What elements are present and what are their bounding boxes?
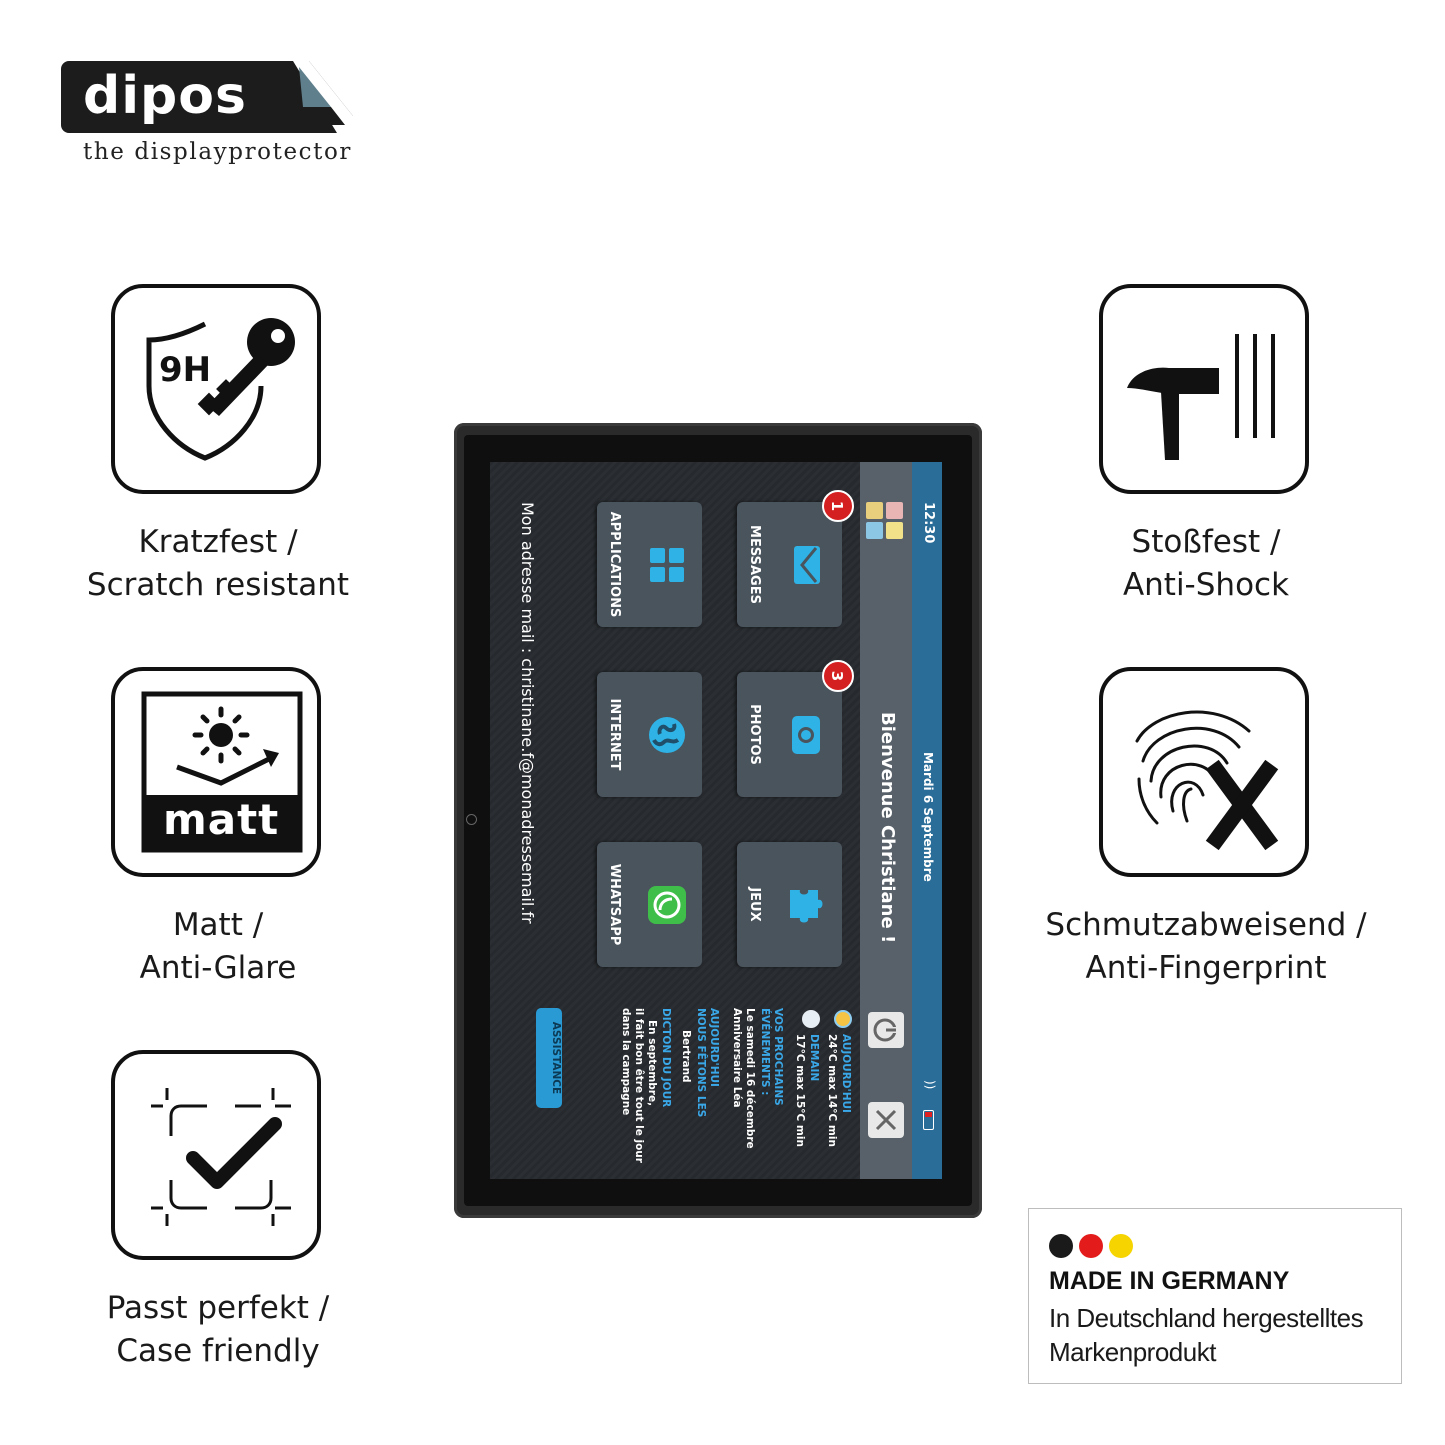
app-label: PHOTOS: [747, 704, 762, 765]
camera-icon: [466, 814, 477, 825]
dipos-logo: dipos: [61, 61, 353, 133]
email-address: Mon adresse mail : christinane.f@monadre…: [518, 502, 537, 924]
scratch-resistant-caption: Kratzfest / Scratch resistant: [38, 521, 398, 607]
screen-content: 12:30 Mardi 6 Septembre )) Bienvenue Chr…: [490, 462, 942, 1179]
caption-line-1: Kratzfest /: [138, 524, 298, 560]
app-label: MESSAGES: [747, 525, 762, 604]
app-label: INTERNET: [607, 698, 622, 771]
case-friendly-caption: Passt perfekt / Case friendly: [38, 1287, 398, 1373]
date-label: Mardi 6 Septembre: [921, 752, 935, 882]
app-tile-applications[interactable]: APPLICATIONS: [597, 502, 702, 627]
subtitle-line-1: In Deutschland hergestelltes: [1049, 1303, 1364, 1333]
widgets-icon[interactable]: [863, 502, 903, 542]
anti-shock-tile: [1099, 284, 1309, 494]
caption-line-2: Anti-Glare: [139, 950, 297, 986]
made-in-germany-badge: MADE IN GERMANY In Deutschland hergestel…: [1028, 1208, 1402, 1384]
app-label: JEUX: [747, 887, 762, 922]
saying-line-3: dans la campagne: [620, 1008, 632, 1116]
hammer-icon: [1127, 334, 1275, 460]
shield-9h-key-icon: [146, 318, 295, 461]
settings-button[interactable]: [868, 1102, 904, 1138]
puzzle-icon: [790, 890, 823, 923]
weather-tomorrow-label: DEMAIN: [808, 1034, 820, 1082]
power-button[interactable]: [868, 1012, 904, 1048]
app-label: APPLICATIONS: [607, 511, 622, 618]
saying-line-2: il fait bon être tout le jour: [633, 1008, 645, 1163]
envelope-icon: [794, 546, 820, 584]
logo-wordmark: dipos: [83, 66, 247, 126]
anti-shock-caption: Stoßfest / Anti-Shock: [1026, 521, 1386, 607]
saying-line-1: En septembre,: [646, 1020, 658, 1107]
apps-grid-icon: [650, 548, 684, 582]
battery-icon: [923, 1110, 934, 1130]
notification-badge: 1: [822, 490, 854, 522]
app-tile-messages[interactable]: MESSAGES 1: [737, 490, 854, 627]
welcome-message: Bienvenue Christiane !: [877, 712, 898, 944]
celebrate-heading-1: AUJOURD'HUI: [708, 1008, 720, 1087]
made-in-germany-subtitle: In Deutschland hergestelltes Markenprodu…: [1049, 1301, 1364, 1369]
hardness-9h-label: 9H: [159, 350, 212, 390]
app-tile-whatsapp[interactable]: WHATSAPP: [597, 842, 702, 967]
fingerprint-x-icon: [1135, 710, 1279, 851]
header-bar: Bienvenue Christiane !: [860, 462, 912, 1179]
whatsapp-icon: [648, 886, 686, 924]
app-tile-jeux[interactable]: JEUX: [737, 842, 842, 967]
power-icon: [873, 1018, 897, 1042]
weather-today-label: AUJOURD'HUI: [840, 1034, 852, 1113]
caption-line-2: Case friendly: [116, 1333, 320, 1369]
tablet-screen: 12:30 Mardi 6 Septembre )) Bienvenue Chr…: [490, 462, 942, 1179]
wifi-icon: )): [923, 1080, 937, 1090]
flag-dot-gold: [1109, 1234, 1133, 1258]
scratch-resistant-tile: 9H: [111, 284, 321, 494]
caption-line-2: Scratch resistant: [86, 567, 350, 603]
celebrate-name: Bertrand: [680, 1030, 692, 1083]
made-in-germany-title: MADE IN GERMANY: [1049, 1267, 1290, 1295]
notification-badge: 3: [822, 660, 854, 692]
events-heading-2: ÉVÉNEMENTS :: [759, 1008, 771, 1096]
event-date: Le samedi 16 décembre: [744, 1008, 756, 1149]
anti-fingerprint-caption: Schmutzabweisend / Anti-Fingerprint: [1026, 904, 1386, 990]
app-label: WHATSAPP: [607, 863, 622, 946]
assistance-button[interactable]: ASSISTANCE: [536, 1008, 562, 1108]
caption-line-1: Passt perfekt /: [106, 1290, 330, 1326]
folded-corner-icon: [293, 61, 353, 133]
matt-label: matt: [163, 795, 280, 844]
status-bar: 12:30 Mardi 6 Septembre )): [912, 462, 942, 1179]
clock: 12:30: [921, 502, 936, 544]
matt-sun-icon: [141, 691, 303, 853]
anti-fingerprint-tile: [1099, 667, 1309, 877]
saying-heading: DICTON DU JOUR: [660, 1008, 672, 1108]
tools-icon: [875, 1109, 897, 1131]
case-friendly-tile: [111, 1050, 321, 1260]
caption-line-2: Anti-Shock: [1122, 567, 1290, 603]
sun-icon: [834, 1010, 852, 1028]
celebrate-heading-2: NOUS FÊTONS LES: [695, 1008, 707, 1118]
caption-line-1: Schmutzabweisend /: [1045, 907, 1367, 943]
camera-icon: [792, 716, 820, 754]
case-check-icon: [151, 1088, 291, 1226]
cloud-icon: [802, 1010, 820, 1028]
weather-tomorrow-temp: 17°C max 15°C min: [794, 1034, 806, 1147]
events-heading-1: VOS PROCHAINS: [772, 1008, 784, 1106]
globe-icon: [649, 717, 685, 753]
flag-dot-red: [1079, 1234, 1103, 1258]
flag-dot-black: [1049, 1234, 1073, 1258]
app-tile-internet[interactable]: INTERNET: [597, 672, 702, 797]
caption-line-1: Matt /: [172, 907, 264, 943]
weather-today-temp: 24°C max 14°C min: [826, 1034, 838, 1147]
matt-tile: matt: [111, 667, 321, 877]
event-name: Anniversaire Léa: [731, 1008, 743, 1108]
matt-caption: Matt / Anti-Glare: [38, 904, 398, 990]
subtitle-line-2: Markenprodukt: [1049, 1337, 1216, 1367]
caption-line-2: Anti-Fingerprint: [1085, 950, 1327, 986]
info-panel: AUJOURD'HUI 24°C max 14°C min DEMAIN 17°…: [490, 1000, 860, 1179]
app-tile-photos[interactable]: PHOTOS 3: [737, 660, 854, 797]
brand-tagline: the displayprotector: [83, 139, 353, 165]
caption-line-1: Stoßfest /: [1131, 524, 1281, 560]
